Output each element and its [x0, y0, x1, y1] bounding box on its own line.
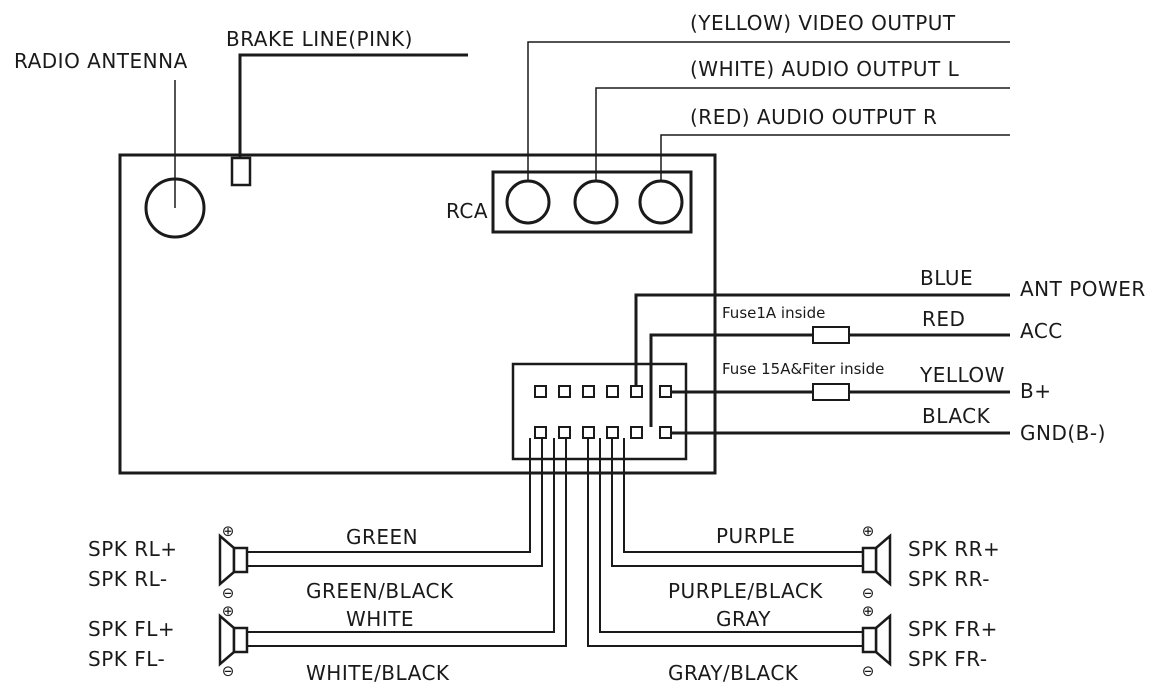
connector-pins — [534, 385, 672, 439]
white-wire — [248, 438, 555, 633]
purple-black-wire — [611, 438, 862, 567]
white-black-wire — [248, 438, 567, 647]
white-label: WHITE — [346, 607, 414, 631]
speaker-fr-icon — [861, 613, 892, 667]
speaker-rl-icon — [218, 533, 249, 587]
gray-label: GRAY — [716, 607, 771, 631]
gnd-label: GND(B-) — [1020, 421, 1106, 445]
white-black-label: WHITE/BLACK — [306, 661, 450, 685]
spk-fl-plus-label: SPK FL+ — [88, 617, 175, 641]
purple-wire — [623, 438, 862, 553]
rca-audio-r-jack — [638, 179, 684, 225]
audio-output-l-label: (WHITE) AUDIO OUTPUT L — [690, 57, 960, 81]
b-plus-label: B+ — [1020, 379, 1051, 403]
audio-r-leader — [660, 134, 1010, 181]
fuse-1a — [812, 326, 850, 344]
rca-label: RCA — [446, 199, 488, 223]
gray-wire — [599, 438, 862, 633]
fuse2-label: Fuse 15A&Fiter inside — [722, 360, 884, 378]
audio-l-leader — [595, 87, 1010, 181]
minus-symbol: ⊖ — [862, 662, 875, 680]
spk-fr-minus-label: SPK FR- — [908, 647, 988, 671]
rca-video-jack — [505, 179, 551, 225]
blue-wire — [634, 293, 1010, 386]
ant-power-label: ANT POWER — [1020, 277, 1146, 301]
pin — [630, 385, 643, 398]
spk-rl-minus-label: SPK RL- — [88, 567, 168, 591]
minus-symbol: ⊖ — [222, 584, 235, 602]
head-unit-body — [118, 153, 717, 475]
red-wire — [649, 333, 1010, 427]
video-output-leader — [527, 41, 1010, 181]
pin — [534, 426, 547, 439]
plus-symbol: ⊕ — [862, 522, 875, 540]
pin — [558, 426, 571, 439]
black-label: BLACK — [922, 404, 991, 428]
pin — [606, 426, 619, 439]
pin — [606, 385, 619, 398]
pin — [659, 385, 672, 398]
spk-rl-plus-label: SPK RL+ — [88, 537, 178, 561]
minus-symbol: ⊖ — [862, 584, 875, 602]
purple-black-label: PURPLE/BLACK — [668, 579, 823, 603]
fuse-15a — [812, 383, 850, 401]
brake-line-label: BRAKE LINE(PINK) — [226, 27, 413, 51]
spk-fr-plus-label: SPK FR+ — [908, 617, 998, 641]
blue-label: BLUE — [920, 266, 973, 290]
pin — [582, 385, 595, 398]
gray-black-wire — [587, 438, 862, 647]
video-output-label: (YELLOW) VIDEO OUTPUT — [690, 11, 956, 35]
minus-symbol: ⊖ — [222, 662, 235, 680]
plus-symbol: ⊕ — [862, 602, 875, 620]
brake-connector — [230, 156, 252, 187]
spk-rr-plus-label: SPK RR+ — [908, 537, 1000, 561]
spk-fl-minus-label: SPK FL- — [88, 647, 165, 671]
green-wire — [248, 438, 531, 553]
green-black-label: GREEN/BLACK — [306, 579, 454, 603]
gray-black-label: GRAY/BLACK — [668, 661, 799, 685]
pin — [582, 426, 595, 439]
speaker-rr-icon — [861, 533, 892, 587]
pin — [558, 385, 571, 398]
rca-block — [491, 170, 693, 234]
pin — [659, 426, 672, 439]
rca-audio-l-jack — [573, 179, 619, 225]
red-label: RED — [922, 307, 965, 331]
pin — [534, 385, 547, 398]
plus-symbol: ⊕ — [222, 602, 235, 620]
spk-rr-minus-label: SPK RR- — [908, 567, 990, 591]
purple-label: PURPLE — [716, 524, 795, 548]
radio-antenna-label: RADIO ANTENNA — [14, 49, 188, 73]
acc-label: ACC — [1020, 319, 1063, 343]
fuse1-label: Fuse1A inside — [722, 304, 825, 322]
green-black-wire — [248, 438, 543, 567]
speaker-fl-icon — [218, 613, 249, 667]
audio-output-r-label: (RED) AUDIO OUTPUT R — [690, 105, 937, 129]
green-label: GREEN — [346, 525, 418, 549]
yellow-label: YELLOW — [919, 363, 1005, 387]
pin — [630, 426, 643, 439]
brake-wire — [238, 53, 468, 158]
plus-symbol: ⊕ — [222, 522, 235, 540]
